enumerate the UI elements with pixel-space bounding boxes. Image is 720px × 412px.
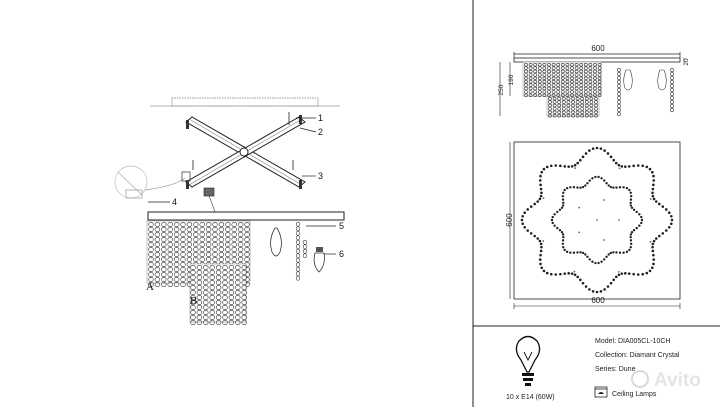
crystal-strand bbox=[148, 222, 154, 287]
side-crystal-strand bbox=[584, 96, 589, 118]
callout-5: 5 bbox=[339, 221, 344, 231]
watermark-logo-icon bbox=[631, 370, 649, 388]
crystal-strand bbox=[222, 265, 228, 325]
side-crystal-strand bbox=[556, 62, 561, 98]
assembly-view: 1 2 3 4 5 6 A B bbox=[114, 67, 674, 325]
crystal-strand bbox=[235, 265, 241, 325]
part-label-a: A bbox=[146, 281, 154, 293]
side-crystal-strand bbox=[547, 62, 551, 98]
watermark: Avito bbox=[631, 370, 701, 391]
bulb-spec: 10 x E14 (60W) bbox=[506, 394, 555, 401]
side-crystal-strand bbox=[551, 62, 556, 98]
top-depth-dim: 600 bbox=[505, 213, 514, 227]
side-crystal-strand bbox=[574, 62, 579, 98]
side-crystal-strand bbox=[593, 62, 597, 98]
callout-2: 2 bbox=[318, 127, 323, 137]
model-label: Model: DIA005CL-10CH bbox=[595, 338, 670, 345]
side-crystal-strand bbox=[566, 96, 571, 118]
callout-6: 6 bbox=[339, 249, 344, 259]
callout-leaders bbox=[148, 117, 336, 255]
crystal-strand bbox=[180, 222, 186, 287]
side-crystal-strand bbox=[533, 62, 538, 98]
crystal-strand bbox=[241, 265, 247, 325]
side-hanging-strand bbox=[617, 67, 621, 117]
top-view: 600 600 bbox=[505, 141, 681, 309]
watermark-text: Avito bbox=[654, 370, 701, 391]
side-crystal-strand bbox=[565, 62, 570, 98]
side-crystal-lower bbox=[546, 95, 600, 117]
crystal-strand bbox=[215, 265, 222, 325]
side-crystal-strand bbox=[537, 62, 542, 98]
side-crystal-strand bbox=[597, 62, 602, 98]
crystal-strand bbox=[203, 265, 209, 325]
callout-3: 3 bbox=[318, 171, 323, 181]
side-crystal-strand bbox=[561, 96, 566, 118]
side-total-height-dim: 250 bbox=[498, 84, 505, 95]
crystal-strand bbox=[228, 265, 235, 325]
side-top-gap-dim: 20 bbox=[683, 58, 690, 66]
crystal-strand bbox=[173, 222, 180, 287]
top-width-dim: 600 bbox=[591, 296, 605, 305]
lightbulb-icon bbox=[515, 335, 541, 386]
callout-4: 4 bbox=[172, 197, 177, 207]
crystal-strand bbox=[161, 222, 167, 287]
side-crystal-strand bbox=[552, 96, 557, 118]
side-crystal-strand bbox=[560, 62, 565, 98]
crystal-strand bbox=[196, 265, 203, 325]
side-crystal-strand bbox=[579, 62, 584, 98]
side-crystal-strand bbox=[524, 62, 528, 98]
series-label: Series: Dune bbox=[595, 366, 636, 373]
crystal-strand bbox=[154, 222, 161, 287]
hanging-crystal-strands bbox=[295, 67, 674, 281]
crystal-strand bbox=[209, 265, 215, 325]
ceiling-canopy bbox=[171, 97, 319, 107]
mounting-plate bbox=[147, 211, 345, 221]
side-crystal-strand bbox=[571, 96, 575, 118]
bulb-right bbox=[313, 247, 325, 273]
callout-1: 1 bbox=[318, 113, 323, 123]
side-bulb-left bbox=[623, 69, 633, 91]
side-plate bbox=[513, 57, 681, 63]
part-label-b: B bbox=[190, 295, 197, 307]
bulb-dots bbox=[542, 167, 652, 273]
side-bulb-right bbox=[657, 69, 667, 91]
crystal-ring bbox=[520, 146, 674, 294]
side-crystal-strand bbox=[542, 62, 547, 98]
ceiling-lamp-icon bbox=[594, 386, 608, 398]
wiring-detail bbox=[114, 165, 216, 213]
side-view: 600 190 250 20 bbox=[498, 44, 690, 118]
side-crystal-strand bbox=[594, 96, 598, 118]
crystal-panel-b bbox=[189, 263, 247, 325]
side-crystal-strand bbox=[548, 96, 552, 118]
crystal-strand bbox=[190, 265, 196, 325]
side-width-dim: 600 bbox=[591, 44, 605, 53]
side-crystal-strand bbox=[570, 62, 574, 98]
crystal-strand bbox=[167, 222, 173, 287]
side-hanging-strand bbox=[670, 67, 674, 113]
side-crystal-strand bbox=[557, 96, 562, 118]
bulb-left bbox=[270, 227, 282, 257]
side-upper-height-dim: 190 bbox=[508, 74, 515, 85]
crystal-ring bbox=[550, 175, 644, 265]
side-crystal-strand bbox=[588, 62, 593, 98]
crystal-rings bbox=[520, 146, 674, 294]
side-crystal-strand bbox=[528, 62, 533, 98]
mounting-cross-bar bbox=[185, 112, 306, 189]
hanging-strand bbox=[295, 221, 301, 281]
side-crystal-strand bbox=[580, 96, 585, 118]
side-crystal-strand bbox=[583, 62, 588, 98]
side-crystal-strand bbox=[575, 96, 580, 118]
crystal-strand bbox=[186, 222, 193, 287]
hanging-strand bbox=[302, 239, 308, 259]
collection-label: Collection: Diamant Crystal bbox=[595, 352, 680, 359]
info-box: 10 x E14 (60W) Model: DIA005CL-10CH Coll… bbox=[506, 335, 680, 401]
side-crystal-strand bbox=[589, 96, 594, 118]
category-label: Ceiling Lamps bbox=[612, 391, 657, 398]
